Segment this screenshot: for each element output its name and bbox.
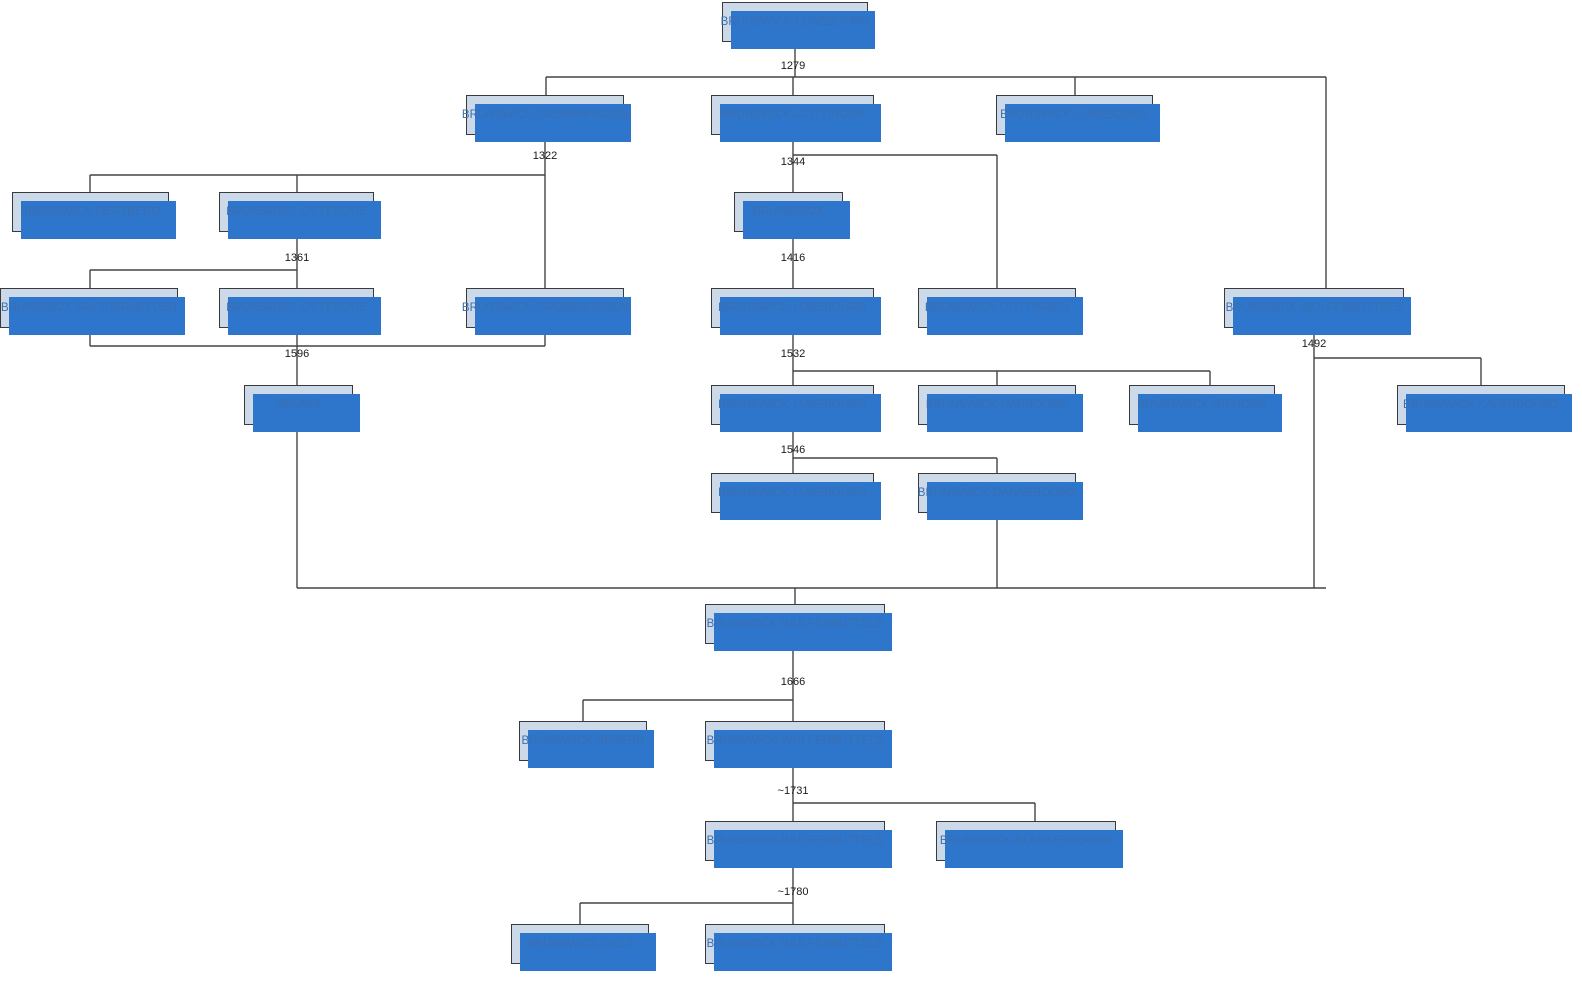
node-n7[interactable]: BRUNSWICK-SALZDERHELDEN [0, 288, 185, 335]
node-n9[interactable]: BRUNSWICK-GRUBENHAGEN [462, 288, 631, 335]
node-label: BRUNSWICK-LUNEBOURG [718, 302, 867, 314]
node-n8[interactable]: BRUNSWICK-OSTERODE [219, 288, 381, 335]
node-n20[interactable]: BRUNSWICK-WULFENBUTTELS [705, 604, 892, 651]
node-n18[interactable]: BRUNSWICK-LUNEBOURG [711, 473, 881, 520]
node-n12[interactable]: BRUNSWICK-WULFENBUTTELS [1224, 288, 1411, 335]
node-n26[interactable]: BRUNSWICK-WULFENBUTTELS [705, 924, 892, 971]
node-label: BRUNSWICK [752, 206, 825, 218]
edge-label-e1279: 1279 [780, 60, 806, 72]
node-n13[interactable]: RÉUNIS [244, 385, 360, 432]
node-label: BRUNSWICK-SALZDERHELDEN [0, 302, 178, 314]
node-n0[interactable]: BRUNSWICK-LUNEBOURG [720, 2, 875, 49]
node-label: BRUNSWICK-LUNEBOURG [1000, 109, 1149, 121]
edge-label-e1780: ~1780 [777, 886, 809, 898]
edge-label-e1322: 1322 [532, 150, 558, 162]
edge-label-e1532: 1532 [780, 348, 806, 360]
edge-label-e1666: 1666 [780, 676, 806, 688]
node-label: BRUNSWICK-DANNEBOURG [917, 487, 1077, 499]
node-n6[interactable]: BRUNSWICK [734, 192, 850, 239]
node-label: BRUNSWICK-WULFENBUTTELS [706, 618, 884, 630]
node-n22[interactable]: BRUNSWICK-WULFENBUTTELS [705, 721, 892, 768]
node-n4[interactable]: BRUNSWICK-HERZBERG [12, 192, 176, 239]
node-n17[interactable]: BRUNSWICK-KALENBOURG [1397, 385, 1572, 432]
node-label: BRUNSWICK-GIFHORN [1137, 399, 1267, 411]
node-label: BRUNSWICK-BLANKERBOURG [939, 835, 1113, 847]
node-label: BRUNSWICK-LUNEBOURG [720, 16, 870, 28]
node-n15[interactable]: BRUNSWICK-HARBOURG [918, 385, 1083, 432]
node-label: BRUNSWICK-WULFENBUTTELS [706, 735, 884, 747]
node-label: RÉUNIS [276, 399, 321, 411]
edge-label-e1546: 1546 [780, 444, 806, 456]
node-label: BRUNSWICK-HERZBERG [20, 206, 161, 218]
edge-label-e1492: 1492 [1301, 338, 1327, 350]
node-label: BRUNSWICK-WULFENBUTTELS [706, 835, 884, 847]
node-n3[interactable]: BRUNSWICK-LUNEBOURG [996, 95, 1160, 142]
node-label: BRUNSWICK-OELS [526, 938, 634, 950]
edge-label-e1731: ~1731 [777, 785, 809, 797]
node-label: BRUNSWICK-BEVERN [521, 735, 645, 747]
node-label: BRUNSWICK-HARBOURG [925, 399, 1069, 411]
node-n10[interactable]: BRUNSWICK-LUNEBOURG [711, 288, 881, 335]
node-label: BRUNSWICK-KALENBOURG [1403, 399, 1559, 411]
node-label: BRUNSWICK-LUNEBOURG [718, 487, 867, 499]
node-n24[interactable]: BRUNSWICK-BLANKERBOURG [936, 821, 1123, 868]
node-n25[interactable]: BRUNSWICK-OELS [511, 924, 656, 971]
edge-label-e1344: 1344 [780, 156, 806, 168]
node-n19[interactable]: BRUNSWICK-DANNEBOURG [917, 473, 1083, 520]
edge-label-e1596: 1596 [284, 348, 310, 360]
node-n11[interactable]: BRUNSWICK-GOTTINGEN [918, 288, 1083, 335]
edge-label-e1361: 1361 [284, 252, 310, 264]
node-label: BRUNSWICK-OSTERODE [226, 302, 367, 314]
node-label: BRUNSWICK-GOTTINGEN [924, 302, 1070, 314]
node-n5[interactable]: BRUNSWICK-OSTERODE [219, 192, 381, 239]
node-n14[interactable]: BRUNSWICK-LUNEBOURG [711, 385, 881, 432]
node-n23[interactable]: BRUNSWICK-WULFENBUTTELS [705, 821, 892, 868]
node-n2[interactable]: BRUNSWICK-GOTTINGEN [711, 95, 881, 142]
node-n21[interactable]: BRUNSWICK-BEVERN [519, 721, 654, 768]
node-label: BRUNSWICK-WULFENBUTTELS [1225, 302, 1403, 314]
node-label: BRUNSWICK-GRUBENHAGEN [461, 109, 629, 121]
node-label: BRUNSWICK-GRUBENHAGEN [461, 302, 629, 314]
node-label: BRUNSWICK-GOTTINGEN [720, 109, 865, 121]
node-n1[interactable]: BRUNSWICK-GRUBENHAGEN [462, 95, 631, 142]
node-label: BRUNSWICK-OSTERODE [226, 206, 367, 218]
node-label: BRUNSWICK-LUNEBOURG [718, 399, 867, 411]
node-label: BRUNSWICK-WULFENBUTTELS [706, 938, 884, 950]
node-n16[interactable]: BRUNSWICK-GIFHORN [1129, 385, 1282, 432]
edge-label-e1416: 1416 [780, 252, 806, 264]
